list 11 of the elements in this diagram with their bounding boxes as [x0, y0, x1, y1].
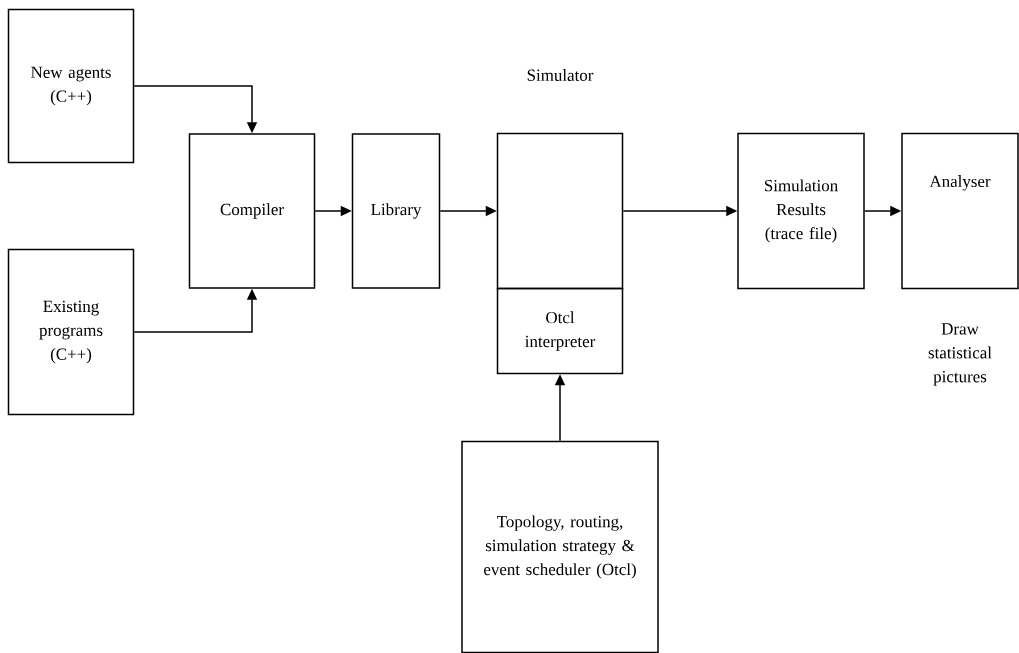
process-box: Compiler: [188, 133, 316, 289]
source-box: Existing programs (C++): [7, 248, 135, 416]
process-box: [496, 132, 624, 290]
source-box: New agents (C++): [7, 8, 135, 164]
note-text: Draw statistical pictures: [928, 323, 992, 386]
process-box: Simulation Results (trace file): [737, 132, 865, 290]
process-box: Otcl interpreter: [496, 287, 624, 375]
process-box: Library: [351, 133, 441, 289]
heading-text: Simulator: [527, 69, 594, 81]
input-box: Topology, routing, simulation strategy & event scheduler (Otcl): [461, 440, 659, 653]
process-box: Analyser: [901, 132, 1019, 290]
